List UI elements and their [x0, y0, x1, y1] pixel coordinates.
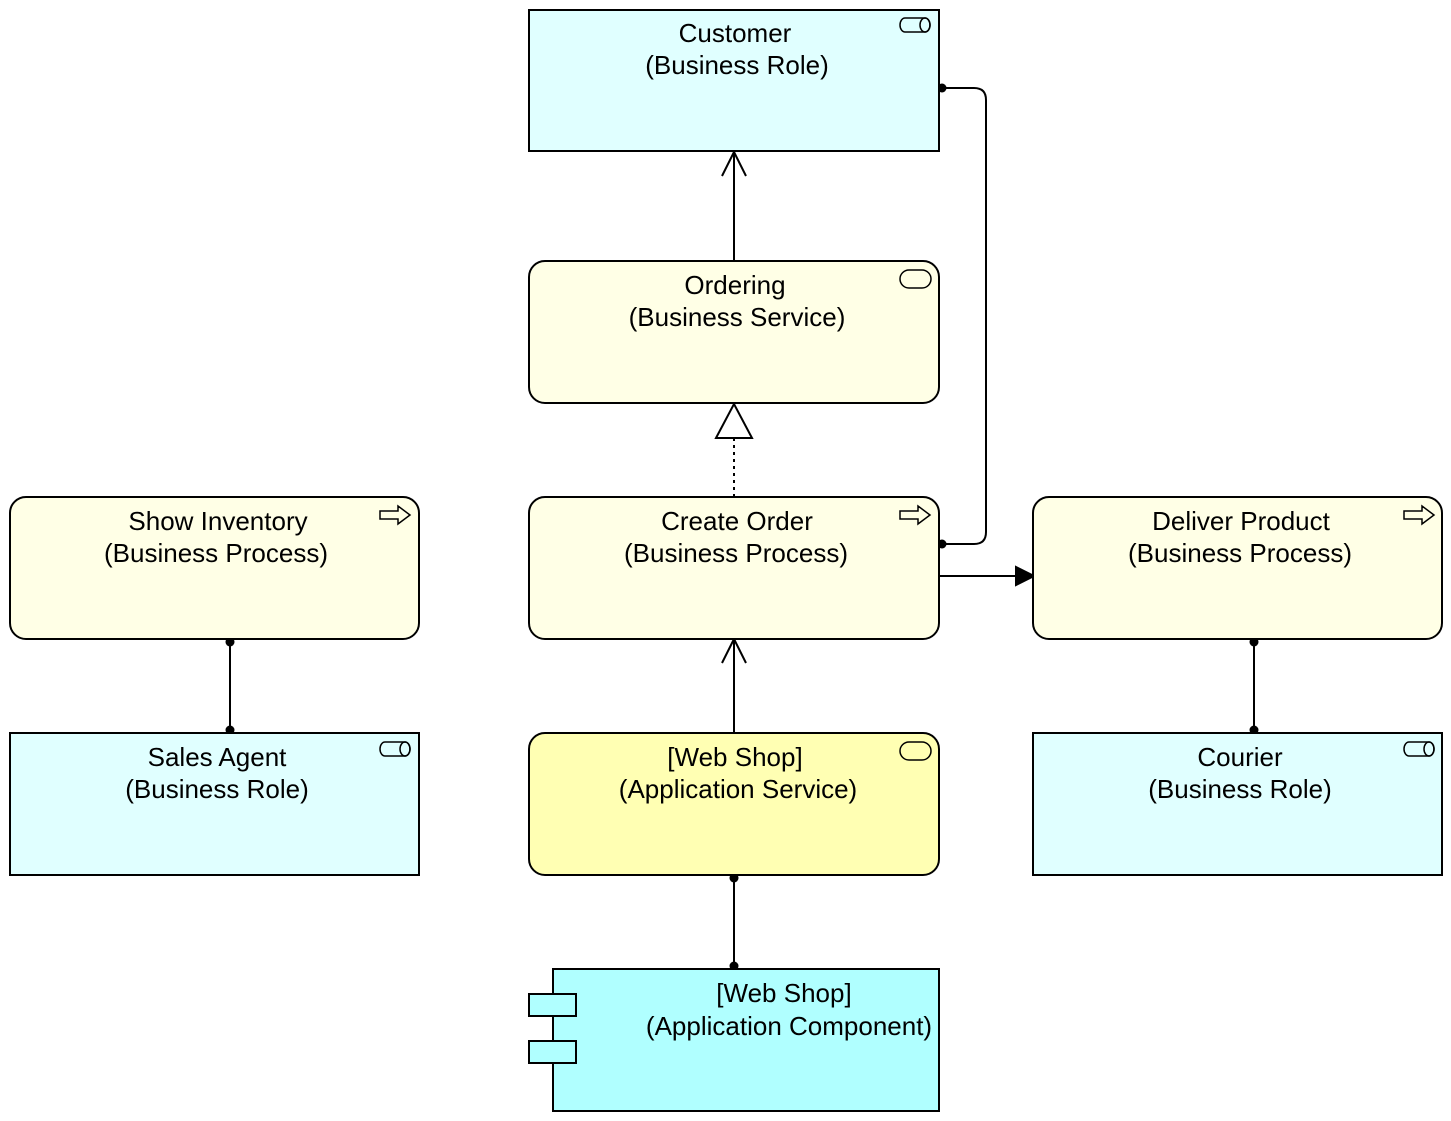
element-web-shop-component[interactable]: [Web Shop] (Application Component) — [528, 968, 940, 1112]
element-show-inventory[interactable]: Show Inventory (Business Process) — [9, 496, 420, 640]
business-process-icon — [899, 504, 932, 526]
element-type: (Business Process) — [104, 538, 328, 568]
element-type: (Business Role) — [1148, 774, 1332, 804]
business-service-icon — [899, 269, 932, 289]
business-role-icon — [899, 17, 931, 33]
assignment-show-inventory-to-sales-agent[interactable] — [225, 637, 235, 735]
application-component-icon — [528, 993, 577, 1064]
element-create-order[interactable]: Create Order (Business Process) — [528, 496, 940, 640]
element-type: (Business Process) — [624, 538, 848, 568]
element-type: (Application Component) — [646, 1011, 932, 1041]
element-sales-agent[interactable]: Sales Agent (Business Role) — [9, 732, 420, 876]
business-process-icon — [379, 504, 412, 526]
element-name: [Web Shop] — [667, 742, 802, 772]
assignment-create-order-to-customer[interactable] — [937, 83, 987, 549]
element-type: (Business Role) — [125, 774, 309, 804]
element-name: Deliver Product — [1152, 506, 1331, 536]
element-type: (Business Role) — [645, 50, 829, 80]
element-courier[interactable]: Courier (Business Role) — [1032, 732, 1443, 876]
element-name: [Web Shop] — [716, 978, 851, 1008]
assignment-deliver-product-to-courier[interactable] — [1249, 637, 1259, 735]
business-role-icon — [379, 741, 411, 757]
serving-ordering-to-customer[interactable] — [721, 149, 747, 261]
business-process-icon — [1403, 504, 1436, 526]
serving-web-shop-to-create-order[interactable] — [721, 636, 747, 733]
element-customer[interactable]: Customer (Business Role) — [528, 9, 940, 152]
element-name: Create Order — [661, 506, 813, 536]
element-type: (Application Service) — [619, 774, 857, 804]
element-name: Sales Agent — [148, 742, 288, 772]
application-service-icon — [899, 741, 932, 761]
element-type: (Business Process) — [1128, 538, 1352, 568]
element-name: Courier — [1197, 742, 1283, 772]
element-name: Ordering — [684, 270, 785, 300]
business-role-icon — [1403, 741, 1435, 757]
element-type: (Business Service) — [629, 302, 846, 332]
realization-create-order-to-ordering[interactable] — [714, 401, 754, 497]
assignment-web-shop-service-to-component[interactable] — [729, 873, 739, 971]
element-deliver-product[interactable]: Deliver Product (Business Process) — [1032, 496, 1443, 640]
triggering-create-order-to-deliver-product[interactable] — [939, 565, 1037, 587]
element-name: Show Inventory — [128, 506, 307, 536]
element-web-shop-service[interactable]: [Web Shop] (Application Service) — [528, 732, 940, 876]
element-name: Customer — [679, 18, 792, 48]
element-ordering[interactable]: Ordering (Business Service) — [528, 260, 940, 404]
